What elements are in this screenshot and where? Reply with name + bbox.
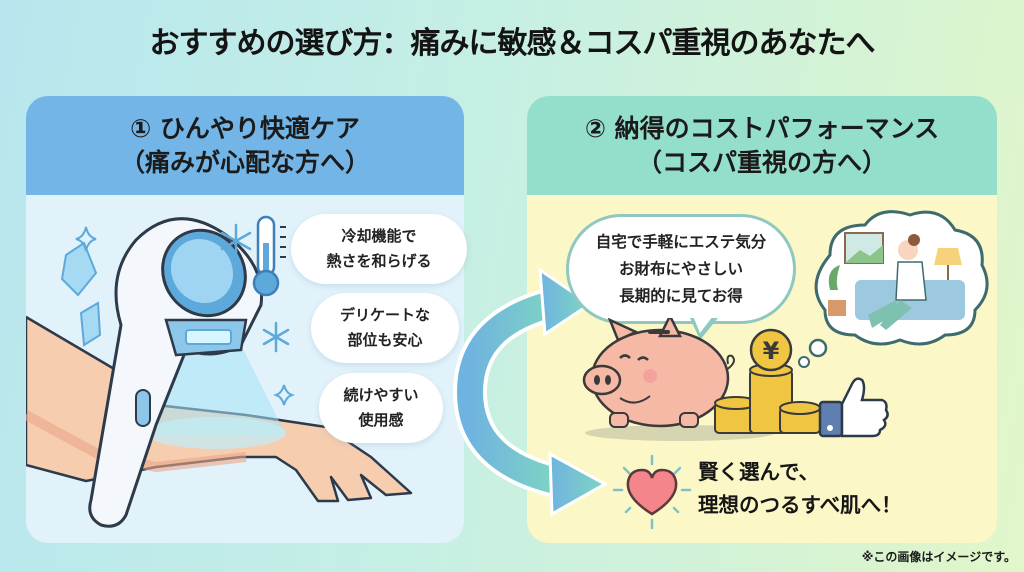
- thermometer-icon: [252, 215, 286, 297]
- curved-arrows-icon: [452, 267, 609, 517]
- sparkle-icon: [75, 226, 296, 406]
- bubble-text: デリケートな: [339, 306, 430, 324]
- hair-removal-device-icon: [88, 217, 264, 528]
- cooling-device-illustration: [26, 215, 413, 528]
- footnote: ※この画像はイメージです。: [861, 550, 1016, 564]
- bubble-text: 部位も安心: [347, 331, 423, 349]
- panel-subtitle: （痛みが心配な方へ）: [119, 147, 370, 177]
- svg-text:¥: ¥: [763, 337, 780, 365]
- heart-icon: [612, 454, 692, 530]
- snowflake-icon: [220, 223, 290, 353]
- speech-text: 自宅で手軽にエステ気分: [595, 232, 767, 251]
- bubble-text: 冷却機能で: [341, 227, 417, 245]
- relaxing-woman-icon: [828, 232, 965, 330]
- thumbs-up-icon: [818, 377, 889, 438]
- speech-bubble-benefits: 自宅で手軽にエステ気分 お財布にやさしい 長期的に見てお得: [566, 214, 796, 324]
- call-to-action: 賢く選んで、 理想のつるすべ肌へ！: [698, 456, 902, 522]
- speech-tail-inner: [693, 316, 713, 333]
- ice-crystal-icon: [60, 241, 102, 347]
- feature-bubble-delicate: デリケートな部位も安心: [311, 293, 459, 363]
- speech-text: 長期的に見てお得: [619, 286, 743, 305]
- cta-line: 賢く選んで、: [698, 460, 820, 484]
- speech-text: お財布にやさしい: [618, 259, 743, 278]
- panel-header-cooling-care: ① ひんやり快適ケア （痛みが心配な方へ）: [26, 96, 464, 195]
- thought-cloud-icon: [798, 210, 989, 368]
- panel-title: ② 納得のコストパフォーマンス: [584, 113, 940, 143]
- piggy-bank-icon: [582, 318, 735, 428]
- piggy-bank-coins-illustration: ¥: [582, 318, 820, 441]
- yen-coin-icon: ¥: [749, 328, 793, 372]
- panel-subtitle: （コスパ重視の方へ）: [636, 147, 887, 177]
- cta-line: 理想のつるすべ肌へ！: [698, 493, 902, 517]
- page-title: おすすめの選び方：痛みに敏感＆コスパ重視のあなたへ: [149, 26, 876, 61]
- panel-title: ① ひんやり快適ケア: [130, 113, 360, 143]
- bubble-text: 使用感: [358, 411, 404, 429]
- coin-stack-icon: [714, 363, 820, 434]
- feature-bubble-cooling: 冷却機能で熱さを和らげる: [291, 214, 467, 284]
- bubble-text: 続けやすい: [343, 386, 419, 404]
- bubble-text: 熱さを和らげる: [326, 252, 432, 270]
- panel-header-cost-performance: ② 納得のコストパフォーマンス （コスパ重視の方へ）: [527, 96, 997, 195]
- feature-bubble-usability: 続けやすい使用感: [319, 373, 443, 443]
